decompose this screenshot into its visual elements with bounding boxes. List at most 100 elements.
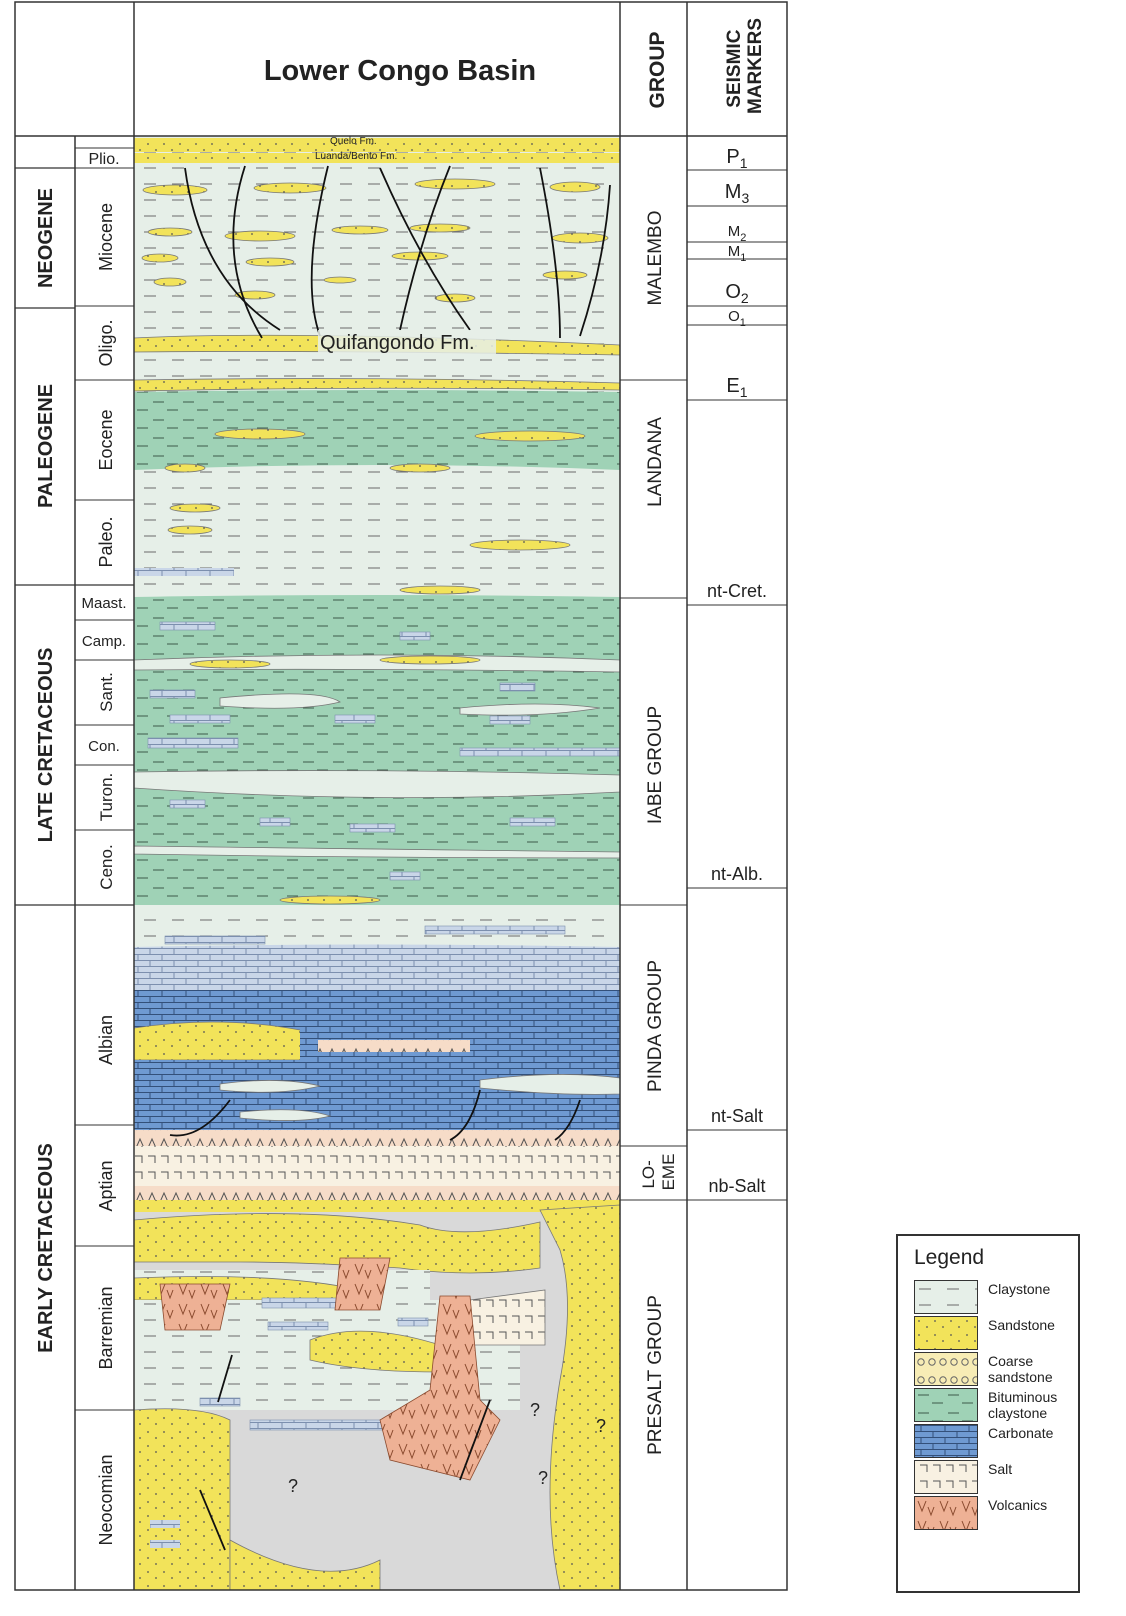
period-early-cretaceous: EARLY CRETACEOUS — [35, 1143, 57, 1353]
legend-item-bituminous-claystone: Bituminous claystone — [914, 1388, 1074, 1424]
late-cretaceous-claystone-lenses — [134, 654, 620, 859]
legend-item-volcanics: Volcanics — [914, 1496, 1074, 1532]
volcanics-swatch — [914, 1496, 978, 1530]
neocomian-carbonate — [150, 1520, 180, 1528]
barremian-sand-upper — [134, 1213, 541, 1274]
neocomian-carbonate-2 — [150, 1540, 180, 1548]
epoch-dividers — [75, 147, 134, 1411]
legend-box: Legend Claystone Sandstone Coarse sandst… — [896, 1234, 1080, 1593]
seismic-marker-nb-salt: nb-Salt — [708, 1176, 765, 1196]
loeme-salt — [134, 1146, 620, 1186]
legend-title: Legend — [914, 1246, 985, 1269]
epoch-paleo: Paleo. — [96, 516, 116, 567]
table-frame — [14, 1, 788, 1591]
eocene-bituminous-claystone — [134, 390, 620, 470]
seismic-marker-e1: E1 — [726, 375, 747, 400]
epoch-con: Con. — [88, 738, 120, 755]
aptian-anhydrite-top — [134, 1130, 620, 1146]
seismic-header-line2: MARKERS — [745, 18, 766, 114]
question-mark-3: ? — [288, 1476, 298, 1496]
presalt-sand-right — [539, 1204, 620, 1590]
epoch-camp: Camp. — [82, 633, 126, 650]
group-loeme-line2: EME — [659, 1154, 678, 1191]
legend-label-salt: Salt — [988, 1461, 1013, 1477]
volcanics-left — [159, 1283, 231, 1331]
seismic-marker-o2: O2 — [725, 281, 749, 306]
lithology-column — [134, 136, 620, 1590]
marker-dividers — [687, 169, 787, 1201]
legend-label-sandstone: Sandstone — [988, 1317, 1055, 1333]
luanda-formation-label: Luanda/Bento Fm. — [315, 151, 397, 162]
paleocene-sand-lenses — [167, 503, 571, 595]
luanda-sandstone-band — [134, 153, 620, 163]
question-mark-4: ? — [538, 1468, 548, 1488]
legend-item-salt: Salt — [914, 1460, 1074, 1496]
albian-sand-wedge — [134, 1021, 311, 1061]
epoch-sant: Sant. — [97, 672, 116, 712]
period-late-cretaceous: LATE CRETACEOUS — [35, 648, 57, 843]
seismic-marker-p1: P1 — [726, 146, 747, 171]
seismic-header-line1: SEISMIC — [724, 29, 745, 107]
fault-lines — [169, 165, 611, 1551]
albian-carbonate-upper — [134, 990, 620, 1030]
late-cretaceous-bituminous-claystone — [134, 595, 620, 905]
bituminous-claystone-swatch — [914, 1388, 978, 1422]
seismic-marker-m3: M3 — [725, 181, 750, 206]
quifangondo-label-bg — [318, 330, 496, 354]
legend-label-volcanics: Volcanics — [988, 1497, 1048, 1513]
seismic-marker-labels: P1M3M2M1O2O1E1nt-Cret.nt-Alb.nt-Saltnb-S… — [707, 146, 767, 1196]
group-dividers — [620, 379, 687, 1201]
legend-item-sandstone: Sandstone — [914, 1316, 1074, 1352]
paleocene-carbonate — [134, 568, 234, 576]
seismic-header: SEISMIC MARKERS — [724, 18, 766, 114]
miocene-sand-lenses — [141, 178, 609, 303]
group-loeme-line1: LO- — [639, 1160, 658, 1188]
seismic-marker-nt-cret: nt-Cret. — [707, 581, 767, 601]
epoch-maast: Maast. — [81, 595, 126, 612]
legend-item-carbonate: Carbonate — [914, 1424, 1074, 1460]
group-header: GROUP — [646, 31, 669, 108]
group-landana: LANDANA — [645, 417, 666, 507]
period-neogene: NEOGENE — [35, 188, 57, 288]
quelo-formation-label: Quelo Fm. — [330, 136, 377, 147]
neocomian-sand-left — [134, 1408, 231, 1590]
volcanics-feeder — [379, 1295, 501, 1481]
eocene-top-sand — [134, 378, 620, 392]
epoch-oligo: Oligo. — [96, 319, 116, 366]
group-presalt: PRESALT GROUP — [645, 1295, 666, 1455]
legend-item-claystone: Claystone — [914, 1280, 1074, 1316]
legend-label-coarse-sandstone: Coarse sandstone — [988, 1353, 1053, 1385]
epoch-eocene: Eocene — [96, 409, 116, 470]
albian-claystone-lenses — [219, 1074, 620, 1121]
group-iabe: IABE GROUP — [645, 706, 666, 824]
presalt-salt-lens — [469, 1289, 546, 1346]
group-loeme: LO- EME — [639, 1154, 678, 1191]
question-mark-1: ? — [530, 1400, 540, 1420]
late-cretaceous-carbonate-lenses — [147, 621, 620, 945]
late-cretaceous-sand-lenses — [189, 655, 481, 905]
albian-light-carbonate — [134, 944, 620, 990]
group-malembo: MALEMBO — [645, 210, 666, 305]
eocene-sand-lenses — [164, 428, 586, 473]
group-pinda: PINDA GROUP — [645, 960, 666, 1092]
coarse-sandstone-swatch — [914, 1352, 978, 1386]
epoch-plio: Plio. — [88, 151, 119, 168]
quelo-sandstone-band — [134, 138, 620, 152]
aptian-anhydrite-base — [134, 1186, 620, 1200]
legend-item-coarse-sandstone: Coarse sandstone — [914, 1352, 1074, 1388]
legend-label-carbonate: Carbonate — [988, 1425, 1054, 1441]
epoch-ceno: Ceno. — [97, 844, 116, 889]
question-mark-2: ? — [596, 1416, 606, 1436]
albian-carbonate-lower — [134, 1060, 620, 1130]
claystone-swatch — [914, 1280, 978, 1314]
aptian-sand-base — [134, 1200, 620, 1212]
seismic-marker-m1: M1 — [728, 243, 747, 264]
epoch-albian: Albian — [96, 1015, 116, 1065]
epoch-neocomian: Neocomian — [96, 1454, 116, 1545]
legend-label-bituminous-claystone: Bituminous claystone — [988, 1389, 1058, 1421]
legend-label-claystone: Claystone — [988, 1281, 1051, 1297]
epoch-turon: Turon. — [97, 773, 116, 822]
neocomian-sand-base — [229, 1539, 381, 1590]
carbonate-swatch — [914, 1424, 978, 1458]
